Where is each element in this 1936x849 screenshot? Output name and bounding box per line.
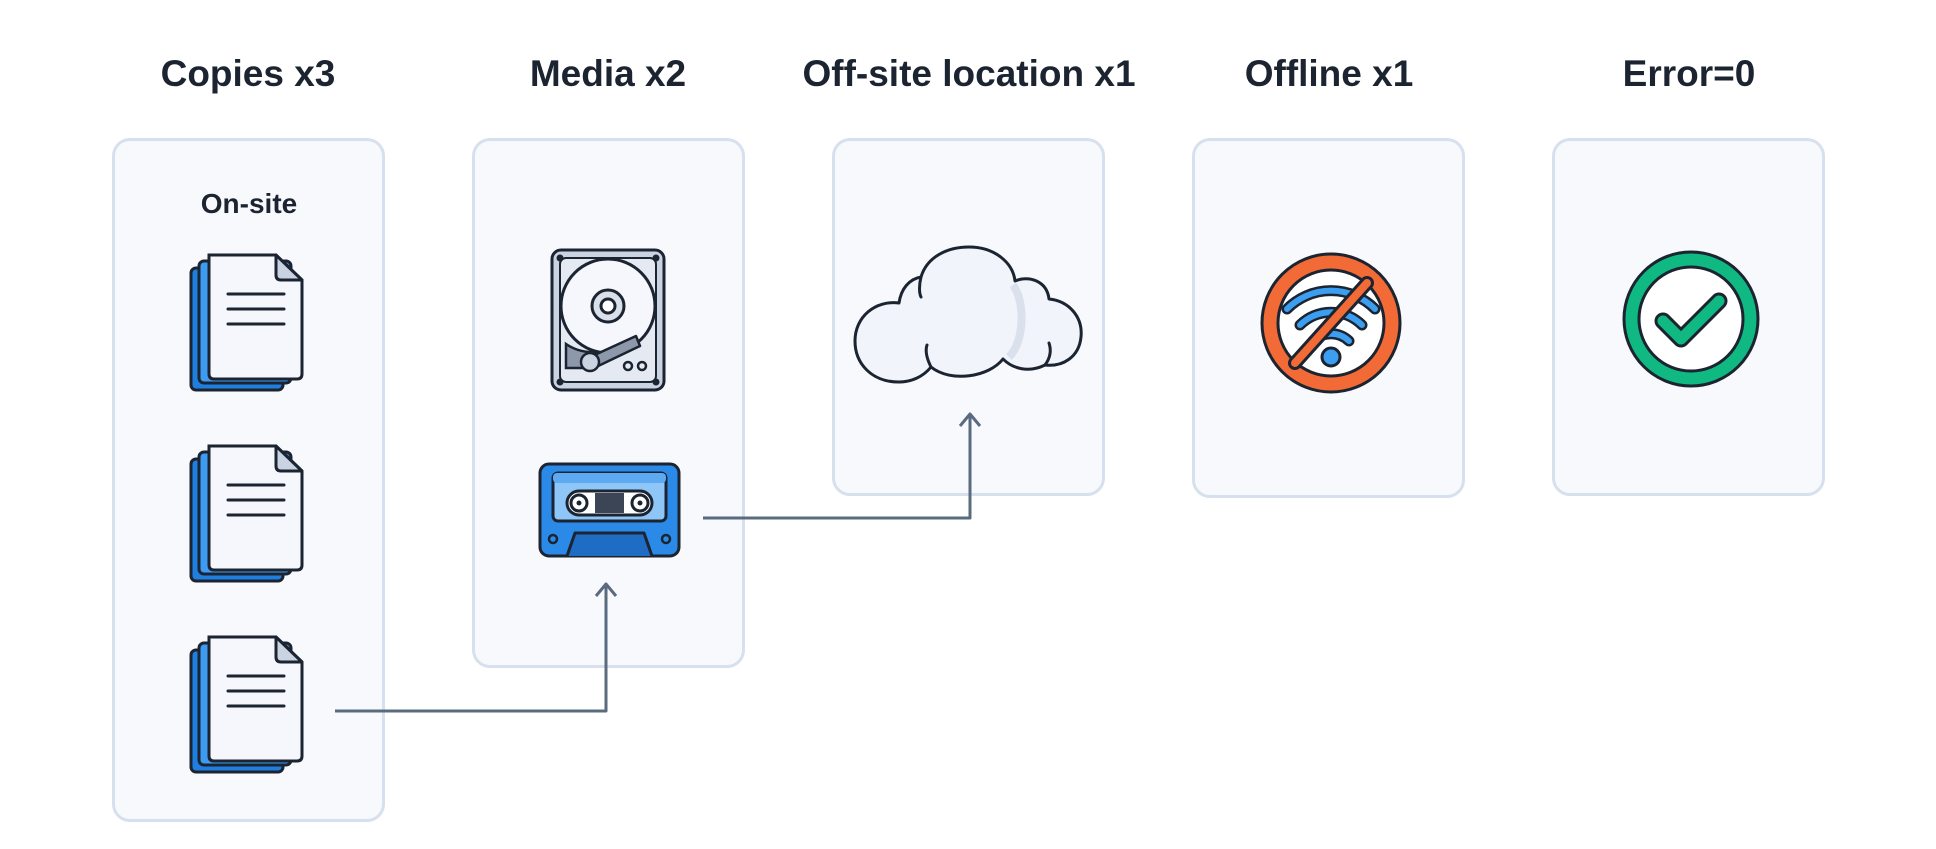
media-title: Media x2 bbox=[529, 53, 687, 94]
no-wifi-icon bbox=[1260, 252, 1402, 394]
tape-to-cloud-arrow bbox=[703, 412, 982, 520]
cloud-icon bbox=[853, 245, 1083, 384]
media-panel bbox=[472, 138, 745, 668]
check-circle-icon bbox=[1622, 250, 1760, 388]
documents-to-tape-arrow bbox=[335, 582, 618, 713]
on-site-label: On-site bbox=[200, 188, 298, 219]
offsite-title: Off-site location x1 bbox=[802, 53, 1136, 94]
cassette-tape-icon bbox=[538, 462, 681, 558]
document-stack-icon bbox=[189, 444, 304, 583]
offline-title: Offline x1 bbox=[1244, 53, 1414, 94]
error-title: Error=0 bbox=[1622, 53, 1756, 94]
hard-drive-icon bbox=[550, 248, 666, 392]
copies-title: Copies x3 bbox=[160, 53, 336, 94]
document-stack-icon bbox=[189, 253, 304, 392]
document-stack-icon bbox=[189, 635, 304, 774]
